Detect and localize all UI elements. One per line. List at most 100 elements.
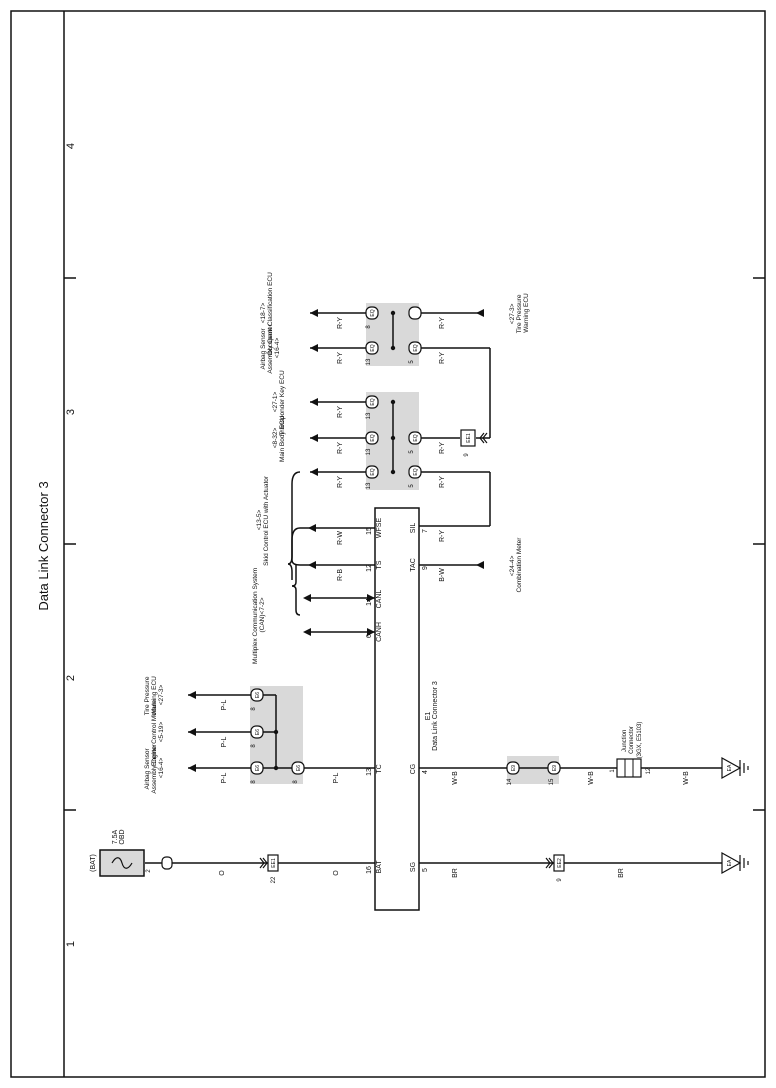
device-tpms-right-ref: <27-3> xyxy=(509,303,516,324)
splice-cg-a: E9 xyxy=(511,765,517,771)
device-skid-control-ecu: Skid Control ECU with Actuator <13-5> xyxy=(256,474,270,566)
device-skid-ref: <13-5> xyxy=(256,509,263,530)
splice-pin-ry-8: 5 xyxy=(409,360,415,364)
cg-junction-connector xyxy=(616,758,642,778)
device-tire-pressure-ecu-right: <27-3> Tire Pressure Warning ECU xyxy=(509,293,530,334)
device-ecm-ref: <5-19> xyxy=(158,721,165,742)
splice-pin-ry-5: 8 xyxy=(366,325,372,329)
ground-sg-id: EA xyxy=(727,859,733,866)
device-meter-ref: <24-4> xyxy=(509,555,516,576)
device-airbag-sensor-upper: Airbag Sensor Assembly Center <16-4> xyxy=(260,322,281,373)
wire-label-ry-7: R-Y xyxy=(439,530,446,542)
power-source: (BAT) xyxy=(90,854,97,872)
splice-ry-1: EQ xyxy=(370,468,376,475)
splice-ry-3: EQ xyxy=(370,398,376,405)
fuse-rating: 7.5A xyxy=(112,829,119,844)
splice-tc-d: E6 xyxy=(255,692,261,698)
device-occ-line1: Occupant Classification ECU xyxy=(267,272,274,356)
sg-junction-block xyxy=(553,854,565,872)
device-occupant-classification-ecu: Occupant Classification ECU <18-7> xyxy=(260,270,274,355)
pin-tac-name: TAC xyxy=(410,558,417,571)
bat-junction-pin: 22 xyxy=(271,876,277,883)
sg-chevron xyxy=(545,857,551,869)
device-tkecu-ref: <27-1> xyxy=(272,391,279,412)
grid-ticks xyxy=(64,277,765,811)
pin-sil-number: 7 xyxy=(422,529,429,533)
wire-label-bw: B-W xyxy=(439,568,446,582)
ground-cg-id: EA xyxy=(727,764,733,771)
dlc3-ref: E1 xyxy=(425,712,432,721)
pin-wfse-name: WFSE xyxy=(376,518,383,539)
splice-pin-tc-c: 8 xyxy=(251,744,257,748)
wire-label-wb-2: W-B xyxy=(588,771,595,785)
cg-junction-label-line1: Junction xyxy=(622,730,628,752)
splice-ry-2: EQ xyxy=(370,434,376,441)
pin-wfse-number: 15 xyxy=(366,527,373,535)
ry-junction-block xyxy=(460,429,476,447)
pin-cg-name: CG xyxy=(410,764,417,775)
wires xyxy=(145,312,722,864)
bat-chevron-2 xyxy=(262,857,268,869)
device-tpms-right-line1: Tire Pressure xyxy=(516,294,523,333)
device-tpms-left-line2: Warning ECU xyxy=(151,676,158,716)
sg-junction-id: EE2 xyxy=(557,858,563,868)
splice-cg-b: E9 xyxy=(552,765,558,771)
device-ecm-line1: Engine Control Module xyxy=(151,699,158,766)
device-meter-line1: Combination Meter xyxy=(516,537,523,593)
wire-label-pl-3: P-L xyxy=(221,699,228,710)
splice-pin-tc-b: 8 xyxy=(293,780,299,784)
page-title: Data Link Connector 3 xyxy=(36,481,51,610)
splice-pin-ry-1: 13 xyxy=(366,482,372,489)
device-skid-line1: Skid Control ECU with Actuator xyxy=(263,475,270,566)
wire-label-ry-8: R-Y xyxy=(439,442,446,454)
device-tpms-left-ref: <27-3> xyxy=(158,684,165,705)
device-combination-meter: <24-4> Combination Meter xyxy=(509,537,523,593)
pin-sil-name: SIL xyxy=(410,523,417,534)
splice-pin-ry-4: 13 xyxy=(366,358,372,365)
wire-label-br-1: BR xyxy=(452,868,459,878)
splice-pin-cg-b: 15 xyxy=(549,778,555,785)
device-airbag-sensor-upper-line1: Airbag Sensor xyxy=(260,327,267,369)
device-engine-control-module: Engine Control Module <5-19> xyxy=(151,698,165,766)
device-airbag-sensor-lower: Airbag Sensor Assembly Center <16-4> xyxy=(144,742,165,793)
wire-label-ry-1: R-Y xyxy=(337,476,344,488)
pin-cg-number: 4 xyxy=(422,770,429,774)
splice-ry-4: EQ xyxy=(370,344,376,351)
ground-symbol-cg xyxy=(721,756,749,780)
wire-label-ry-2: R-Y xyxy=(337,442,344,454)
device-mpx-line1: Multiplex Communication System xyxy=(252,568,259,664)
wire-label-pl-4: P-L xyxy=(333,772,340,783)
device-occ-ref: <18-7> xyxy=(260,302,267,323)
splice-pin-cg-a: 14 xyxy=(507,778,513,785)
wire-label-ry-3: R-Y xyxy=(337,406,344,418)
grid-label-4: 4 xyxy=(65,143,77,149)
device-main-body-ecu: Main Body ECU <8-32> xyxy=(272,414,286,462)
dlc3-name: Data Link Connector 3 xyxy=(432,681,439,751)
wire-label-ry-10: R-Y xyxy=(439,317,446,329)
device-mpx-line2: (CAN)<7-2> xyxy=(259,597,266,632)
device-airbag-sensor-lower-ref: <16-4> xyxy=(158,757,165,778)
bat-junction-block xyxy=(267,854,279,872)
wire-label-pl-2: P-L xyxy=(221,736,228,747)
bat-junction-id: EE1 xyxy=(271,858,277,868)
wire-label-pl-1: P-L xyxy=(221,772,228,783)
pin-ts-number: 12 xyxy=(366,564,373,572)
wire-label-rw: R-W xyxy=(337,531,344,545)
junction-dots xyxy=(273,310,396,771)
wire-label-wb-3: W-B xyxy=(683,771,690,785)
wire-label-ry-5: R-Y xyxy=(337,317,344,329)
wire-label-ry-4: R-Y xyxy=(337,352,344,364)
bat-chevron xyxy=(259,857,265,869)
device-airbag-sensor-lower-line1: Airbag Sensor xyxy=(144,747,151,789)
device-tkecu-line1: Transponder Key ECU xyxy=(279,370,286,435)
splice-tc-b: E6 xyxy=(296,765,302,771)
cg-junction-pin-left: 1 xyxy=(610,769,616,773)
grid-label-3: 3 xyxy=(65,409,77,415)
cg-junction-pin-right: 12 xyxy=(646,767,652,774)
splice-ry-7: EQ xyxy=(413,434,419,441)
grid-label-1: 1 xyxy=(65,941,77,947)
pin-canh-name: CANH xyxy=(376,622,383,642)
splice-ry-5: EQ xyxy=(370,309,376,316)
splice-ry-6: EQ xyxy=(413,468,419,475)
